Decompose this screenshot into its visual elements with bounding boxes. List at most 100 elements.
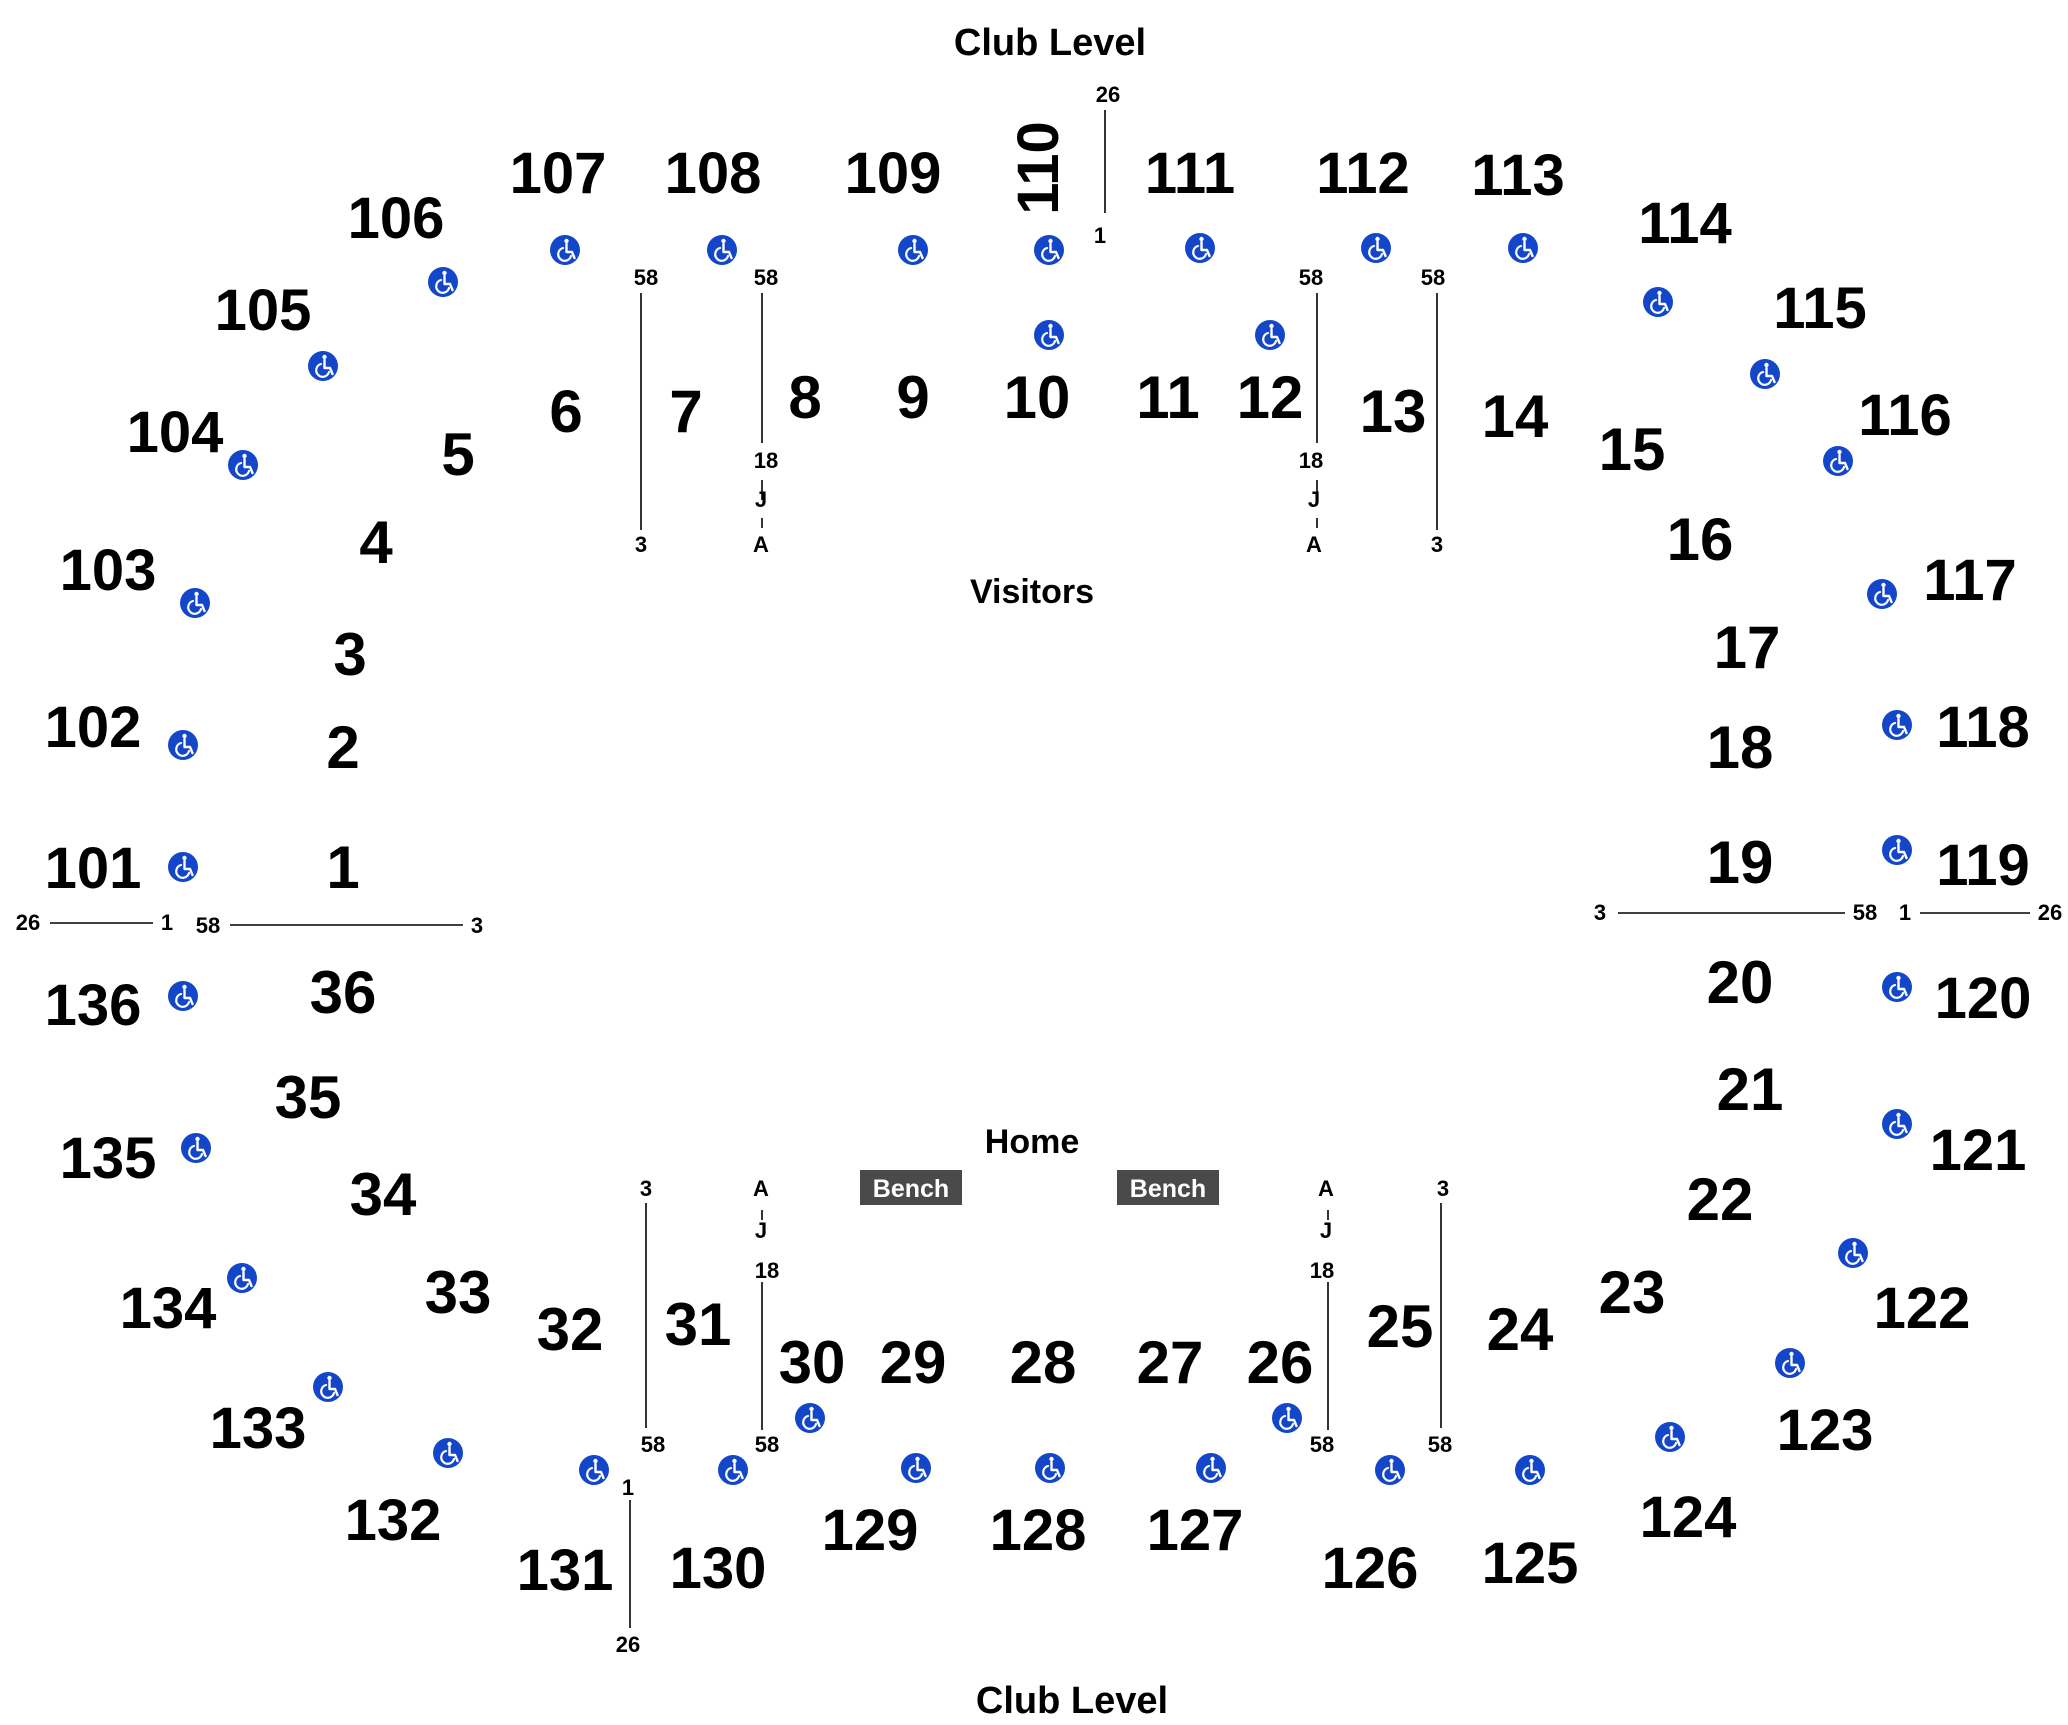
section-105[interactable]: 105 [215, 278, 312, 343]
section-25[interactable]: 25 [1367, 1293, 1434, 1360]
section-120[interactable]: 120 [1935, 966, 2032, 1031]
section-111[interactable]: 111 [1145, 141, 1235, 206]
wheelchair-icon[interactable] [166, 979, 200, 1013]
section-101[interactable]: 101 [45, 836, 142, 901]
wheelchair-icon[interactable] [166, 728, 200, 762]
wheelchair-icon[interactable] [1748, 357, 1782, 391]
wheelchair-icon[interactable] [1253, 318, 1287, 352]
wheelchair-icon[interactable] [1506, 231, 1540, 265]
section-31[interactable]: 31 [665, 1291, 732, 1358]
section-125[interactable]: 125 [1482, 1531, 1579, 1596]
section-28[interactable]: 28 [1010, 1329, 1077, 1396]
section-108[interactable]: 108 [665, 141, 762, 206]
section-119[interactable]: 119 [1936, 833, 2030, 898]
section-115[interactable]: 115 [1773, 276, 1867, 341]
wheelchair-icon[interactable] [1773, 1346, 1807, 1380]
section-131[interactable]: 131 [517, 1538, 614, 1603]
section-19[interactable]: 19 [1707, 829, 1774, 896]
wheelchair-icon[interactable] [1513, 1453, 1547, 1487]
section-18[interactable]: 18 [1707, 714, 1774, 781]
section-35[interactable]: 35 [275, 1064, 342, 1131]
section-36[interactable]: 36 [310, 959, 377, 1026]
section-112[interactable]: 112 [1316, 141, 1410, 206]
section-113[interactable]: 113 [1471, 143, 1565, 208]
section-10[interactable]: 10 [1004, 364, 1071, 431]
section-4[interactable]: 4 [359, 509, 393, 576]
wheelchair-icon[interactable] [178, 586, 212, 620]
wheelchair-icon[interactable] [1373, 1453, 1407, 1487]
section-27[interactable]: 27 [1137, 1329, 1204, 1396]
section-118[interactable]: 118 [1936, 695, 2030, 760]
section-117[interactable]: 117 [1923, 548, 2017, 613]
section-20[interactable]: 20 [1707, 949, 1774, 1016]
section-136[interactable]: 136 [45, 973, 142, 1038]
wheelchair-icon[interactable] [1653, 1420, 1687, 1454]
wheelchair-icon[interactable] [306, 349, 340, 383]
section-17[interactable]: 17 [1714, 614, 1781, 681]
section-135[interactable]: 135 [60, 1126, 157, 1191]
section-134[interactable]: 134 [120, 1276, 217, 1341]
section-16[interactable]: 16 [1667, 506, 1734, 573]
section-121[interactable]: 121 [1930, 1118, 2027, 1183]
section-130[interactable]: 130 [670, 1536, 767, 1601]
wheelchair-icon[interactable] [1270, 1401, 1304, 1435]
wheelchair-icon[interactable] [1183, 231, 1217, 265]
section-110[interactable]: 110 [1006, 121, 1071, 215]
section-103[interactable]: 103 [60, 538, 157, 603]
wheelchair-icon[interactable] [311, 1370, 345, 1404]
wheelchair-icon[interactable] [225, 1261, 259, 1295]
wheelchair-icon[interactable] [548, 233, 582, 267]
section-32[interactable]: 32 [537, 1296, 604, 1363]
section-11[interactable]: 11 [1136, 364, 1199, 431]
wheelchair-icon[interactable] [1880, 708, 1914, 742]
section-1[interactable]: 1 [326, 834, 359, 901]
wheelchair-icon[interactable] [899, 1451, 933, 1485]
section-3[interactable]: 3 [333, 621, 366, 688]
section-30[interactable]: 30 [779, 1329, 846, 1396]
section-12[interactable]: 12 [1237, 364, 1304, 431]
section-132[interactable]: 132 [345, 1488, 442, 1553]
section-33[interactable]: 33 [425, 1259, 492, 1326]
wheelchair-icon[interactable] [1194, 1451, 1228, 1485]
section-114[interactable]: 114 [1638, 191, 1732, 256]
wheelchair-icon[interactable] [1641, 285, 1675, 319]
wheelchair-icon[interactable] [1836, 1236, 1870, 1270]
section-106[interactable]: 106 [348, 186, 445, 251]
section-126[interactable]: 126 [1322, 1536, 1419, 1601]
section-22[interactable]: 22 [1687, 1166, 1754, 1233]
section-127[interactable]: 127 [1147, 1498, 1244, 1563]
wheelchair-icon[interactable] [179, 1131, 213, 1165]
section-8[interactable]: 8 [788, 364, 821, 431]
wheelchair-icon[interactable] [1880, 970, 1914, 1004]
wheelchair-icon[interactable] [226, 448, 260, 482]
wheelchair-icon[interactable] [1359, 231, 1393, 265]
wheelchair-icon[interactable] [426, 265, 460, 299]
section-5[interactable]: 5 [441, 421, 474, 488]
section-109[interactable]: 109 [845, 141, 942, 206]
section-29[interactable]: 29 [880, 1329, 947, 1396]
wheelchair-icon[interactable] [1032, 233, 1066, 267]
wheelchair-icon[interactable] [431, 1436, 465, 1470]
section-104[interactable]: 104 [127, 400, 224, 465]
wheelchair-icon[interactable] [1033, 1451, 1067, 1485]
wheelchair-icon[interactable] [716, 1453, 750, 1487]
section-123[interactable]: 123 [1777, 1398, 1874, 1463]
wheelchair-icon[interactable] [1880, 833, 1914, 867]
wheelchair-icon[interactable] [1880, 1107, 1914, 1141]
section-26[interactable]: 26 [1247, 1329, 1314, 1396]
wheelchair-icon[interactable] [1821, 444, 1855, 478]
wheelchair-icon[interactable] [1032, 318, 1066, 352]
section-23[interactable]: 23 [1599, 1259, 1666, 1326]
section-122[interactable]: 122 [1874, 1276, 1971, 1341]
section-2[interactable]: 2 [326, 714, 359, 781]
section-6[interactable]: 6 [549, 378, 582, 445]
section-128[interactable]: 128 [990, 1498, 1087, 1563]
wheelchair-icon[interactable] [1865, 577, 1899, 611]
section-9[interactable]: 9 [896, 364, 929, 431]
wheelchair-icon[interactable] [166, 850, 200, 884]
section-15[interactable]: 15 [1599, 416, 1666, 483]
wheelchair-icon[interactable] [896, 233, 930, 267]
wheelchair-icon[interactable] [705, 233, 739, 267]
section-7[interactable]: 7 [669, 378, 702, 445]
section-102[interactable]: 102 [45, 695, 142, 760]
